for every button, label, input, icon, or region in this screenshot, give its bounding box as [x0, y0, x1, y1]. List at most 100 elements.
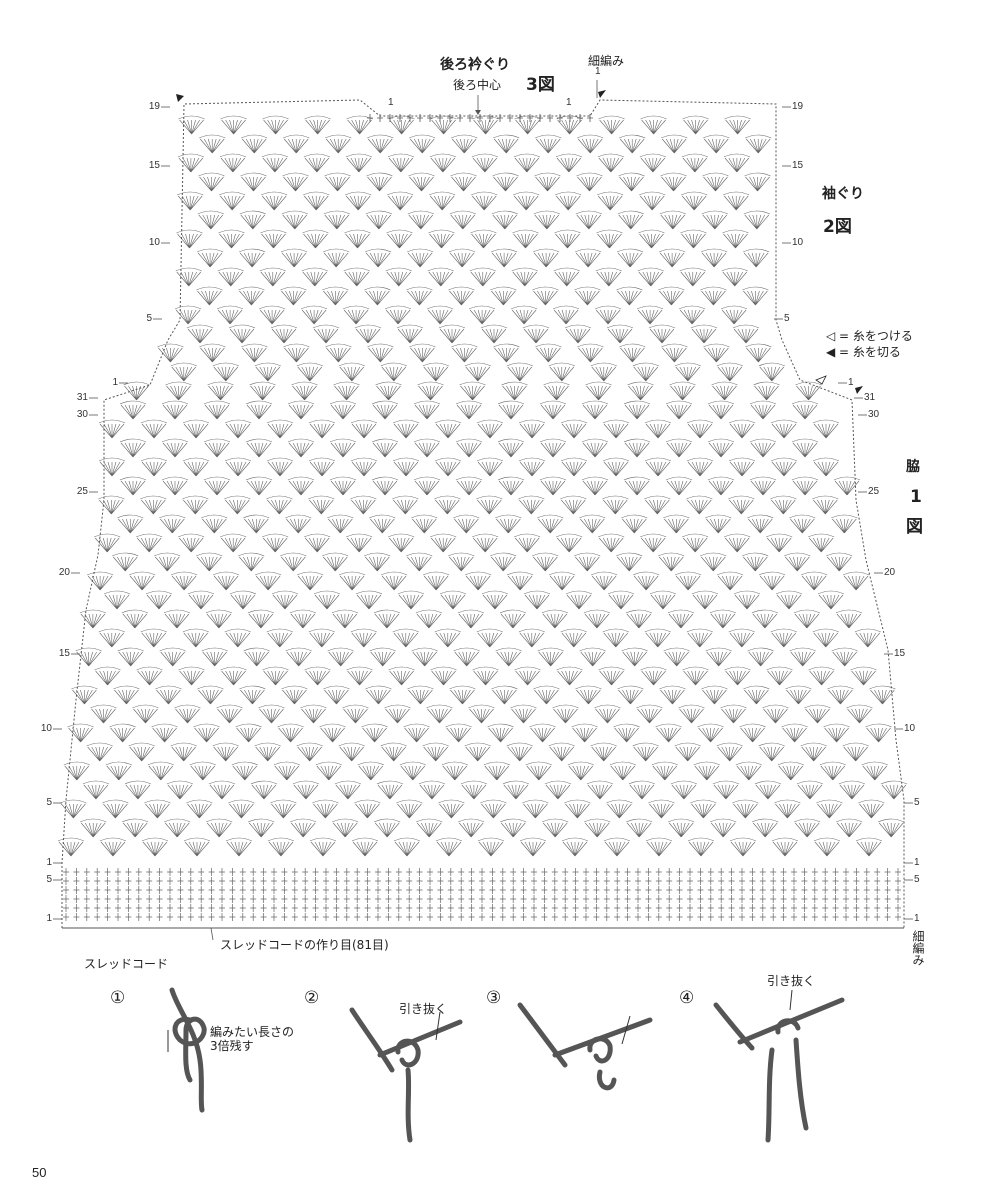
shell-stitch — [86, 742, 113, 762]
shell-stitch — [743, 248, 770, 268]
single-crochet-stitch — [395, 868, 402, 876]
shell-stitch — [303, 153, 331, 173]
shell-stitch — [449, 248, 476, 268]
shell-stitch — [716, 362, 743, 382]
shell-stitch — [238, 286, 265, 306]
single-crochet-stitch — [302, 904, 309, 912]
single-crochet-stitch — [302, 877, 309, 885]
shell-stitch — [406, 286, 433, 306]
single-crochet-stitch — [707, 904, 714, 912]
shell-stitch — [682, 115, 709, 135]
shell-stitch — [228, 324, 256, 344]
shell-stitch — [636, 704, 663, 724]
single-crochet-stitch — [302, 913, 309, 921]
single-crochet-stitch — [468, 904, 475, 912]
shell-stitch — [445, 723, 472, 743]
shell-stitch — [707, 438, 735, 458]
shell-stitch — [490, 552, 517, 572]
step-3-number: ③ — [486, 988, 502, 1008]
shell-stitch — [371, 438, 399, 458]
shell-stitch — [744, 172, 771, 192]
figure-1-char: 図 — [906, 517, 923, 537]
shell-stitch — [455, 400, 483, 420]
single-crochet-stitch — [551, 886, 558, 894]
shell-stitch — [476, 419, 504, 439]
shell-stitch — [703, 134, 730, 154]
shell-stitch — [686, 457, 714, 477]
shell-stitch — [453, 514, 480, 534]
single-crochet-stitch — [697, 895, 704, 903]
single-crochet-stitch — [687, 895, 693, 903]
right-row-label: 5 — [914, 797, 920, 808]
single-crochet-stitch — [63, 895, 69, 903]
single-crochet-stitch — [375, 904, 381, 912]
single-crochet-stitch — [541, 877, 548, 885]
single-crochet-stitch — [562, 868, 569, 876]
shell-stitch — [380, 362, 407, 382]
shell-stitch — [350, 628, 377, 648]
shell-stitch — [261, 153, 289, 173]
shell-stitch — [429, 153, 457, 173]
shell-stitch — [585, 381, 612, 401]
single-crochet-stitch — [458, 877, 465, 885]
single-crochet-stitch — [94, 886, 101, 894]
single-crochet-stitch — [291, 895, 298, 903]
shell-stitch — [207, 381, 234, 401]
shell-stitch — [640, 666, 667, 686]
shell-stitch — [619, 134, 646, 154]
neck-sc-stitch — [527, 114, 533, 122]
shell-stitch — [175, 267, 202, 287]
neck-sc-stitch — [417, 114, 423, 122]
single-crochet-stitch — [406, 904, 413, 912]
shell-stitch — [522, 799, 549, 819]
step4-pull-arrow — [789, 989, 793, 1011]
shell-stitch — [702, 172, 729, 192]
shell-stitch — [132, 704, 159, 724]
shell-stitch — [639, 191, 666, 211]
single-crochet-stitch — [655, 895, 662, 903]
shell-stitch — [141, 837, 169, 857]
shell-stitch — [342, 305, 370, 325]
single-crochet-stitch — [437, 913, 444, 921]
shell-stitch — [212, 362, 239, 382]
single-crochet-stitch — [437, 895, 444, 903]
shell-stitch — [94, 533, 121, 553]
shell-stitch — [308, 419, 336, 439]
shell-stitch — [380, 571, 408, 591]
single-crochet-stitch — [739, 904, 745, 912]
single-crochet-stitch — [603, 904, 610, 912]
step3-figure — [517, 1002, 653, 1091]
shell-stitch — [762, 704, 789, 724]
shell-stitch — [63, 761, 90, 781]
shell-stitch — [506, 742, 533, 762]
single-crochet-stitch — [447, 877, 454, 885]
shell-stitch — [459, 381, 486, 401]
single-crochet-stitch — [718, 913, 725, 921]
shell-stitch — [623, 476, 651, 496]
single-crochet-stitch — [323, 868, 329, 876]
shell-stitch — [86, 571, 114, 591]
single-crochet-stitch — [531, 913, 537, 921]
single-crochet-stitch — [759, 895, 766, 903]
shell-stitch — [537, 647, 564, 667]
single-crochet-stitch — [115, 895, 121, 903]
single-crochet-stitch — [219, 877, 225, 885]
single-crochet-stitch — [832, 895, 839, 903]
single-crochet-stitch — [468, 886, 475, 894]
shell-stitch — [749, 438, 777, 458]
single-crochet-stitch — [229, 877, 236, 885]
shell-stitch — [357, 761, 384, 781]
single-crochet-stitch — [135, 868, 142, 876]
shell-stitch — [464, 571, 492, 591]
shell-stitch — [396, 324, 424, 344]
shell-stitch — [644, 495, 671, 515]
shell-stitch — [334, 780, 362, 800]
shell-stitch — [392, 495, 419, 515]
single-crochet-stitch — [874, 877, 881, 885]
shell-stitch — [640, 533, 667, 553]
single-crochet-stitch — [770, 877, 777, 885]
shell-stitch — [754, 780, 782, 800]
shell-stitch — [271, 590, 299, 610]
shell-stitch — [217, 267, 244, 287]
single-crochet-stitch — [385, 904, 392, 912]
